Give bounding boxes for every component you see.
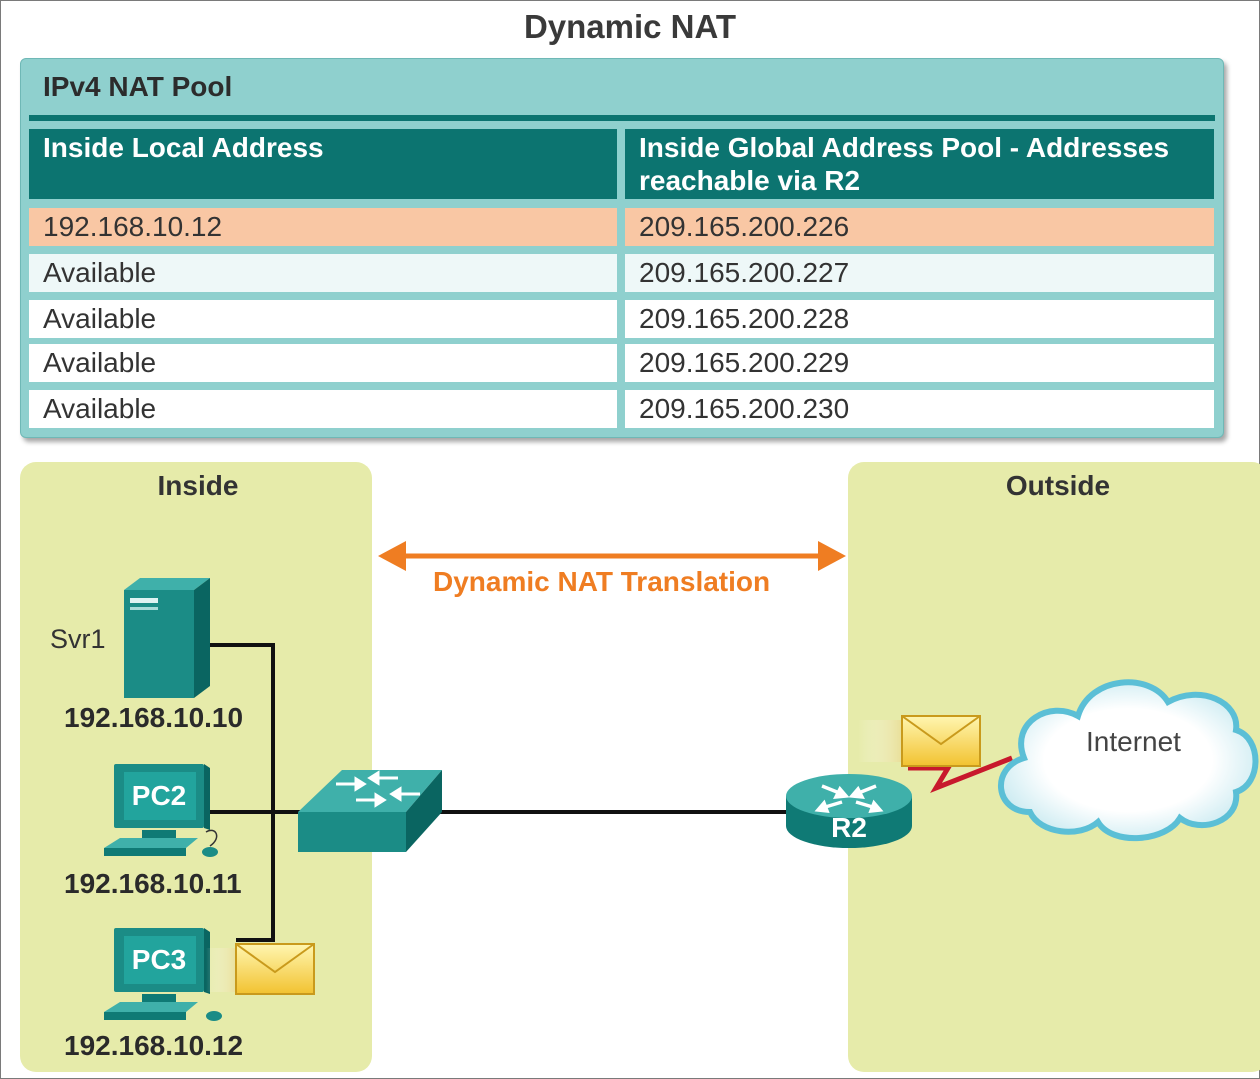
outside-zone-label: Outside	[1005, 470, 1111, 501]
row-1-local: 192.168.10.12	[29, 208, 617, 246]
column-header-inside-global: Inside Global Address Pool - Addresses r…	[625, 129, 1214, 199]
nat-pool-table: IPv4 NAT Pool Inside Local Address Insid…	[20, 58, 1224, 438]
row-4-global: 209.165.200.229	[625, 344, 1214, 382]
nat-pool-title: IPv4 NAT Pool	[43, 71, 233, 102]
switch-icon	[298, 770, 442, 852]
column-header-inside-local: Inside Local Address	[29, 129, 617, 199]
row-5-global: 209.165.200.230	[625, 390, 1214, 428]
pc2-name: PC2	[131, 780, 187, 811]
pc3-name: PC3	[131, 944, 187, 975]
internet-label: Internet	[1086, 726, 1181, 757]
row-2-global: 209.165.200.227	[625, 254, 1214, 292]
router-icon	[786, 774, 912, 848]
internet-cloud-icon	[997, 679, 1259, 842]
packet-envelope-pc3-icon	[206, 943, 315, 995]
svr1-link	[208, 643, 275, 942]
inside-zone-label: Inside	[157, 470, 239, 501]
row-5-local: Available	[29, 390, 617, 428]
svr1-ip: 192.168.10.10	[64, 702, 244, 733]
pc2-icon	[104, 764, 218, 857]
svr1-name: Svr1	[50, 624, 106, 654]
nat-pool-title-rule	[29, 115, 1215, 121]
row-3-local: Available	[29, 300, 617, 338]
figure-title: Dynamic NAT	[523, 8, 737, 45]
serial-link	[908, 755, 1013, 794]
translation-label: Dynamic NAT Translation	[433, 566, 771, 597]
pc3-ip: 192.168.10.12	[64, 1030, 244, 1061]
packet-envelope-r2-icon	[858, 715, 981, 767]
row-2-local: Available	[29, 254, 617, 292]
ethernet-links	[205, 643, 790, 942]
pc3-icon	[104, 928, 222, 1021]
row-4-local: Available	[29, 344, 617, 382]
pc2-ip: 192.168.10.11	[64, 868, 242, 899]
row-3-global: 209.165.200.228	[625, 300, 1214, 338]
row-1-global: 209.165.200.226	[625, 208, 1214, 246]
server-icon	[124, 578, 210, 698]
router-name: R2	[831, 812, 867, 843]
translation-arrow	[378, 541, 846, 571]
